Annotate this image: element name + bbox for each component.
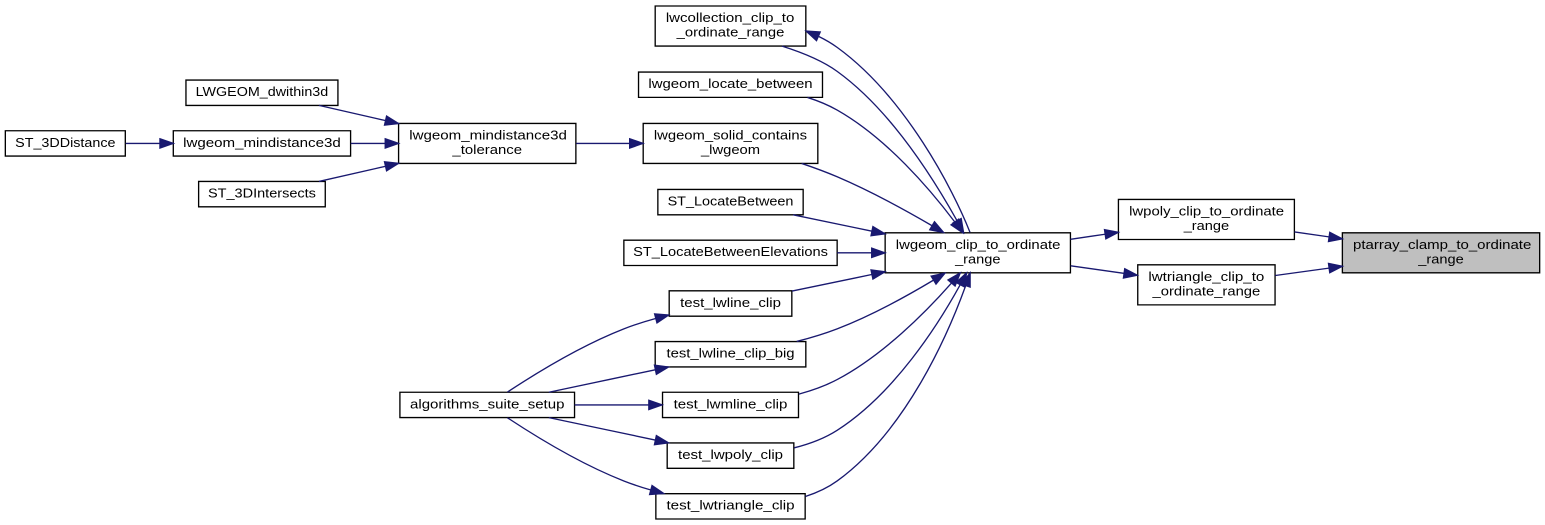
svg-text:lwgeom_solid_contains: lwgeom_solid_contains bbox=[654, 127, 808, 142]
svg-text:LWGEOM_dwithin3d: LWGEOM_dwithin3d bbox=[196, 84, 329, 99]
svg-text:test_lwtriangle_clip: test_lwtriangle_clip bbox=[666, 498, 794, 513]
svg-text:ST_LocateBetweenElevations: ST_LocateBetweenElevations bbox=[633, 244, 828, 259]
svg-text:_range: _range bbox=[954, 251, 1001, 266]
svg-text:ST_LocateBetween: ST_LocateBetween bbox=[668, 193, 794, 208]
svg-text:algorithms_suite_setup: algorithms_suite_setup bbox=[410, 396, 564, 411]
svg-text:_lwgeom: _lwgeom bbox=[700, 142, 760, 157]
svg-text:_range: _range bbox=[1183, 218, 1230, 233]
svg-text:_ordinate_range: _ordinate_range bbox=[1151, 284, 1260, 299]
svg-text:_tolerance: _tolerance bbox=[451, 142, 522, 157]
svg-text:lwgeom_clip_to_ordinate: lwgeom_clip_to_ordinate bbox=[896, 237, 1061, 252]
svg-text:lwgeom_mindistance3d: lwgeom_mindistance3d bbox=[183, 135, 341, 150]
svg-text:ST_3DIntersects: ST_3DIntersects bbox=[208, 185, 316, 200]
svg-text:lwcollection_clip_to: lwcollection_clip_to bbox=[666, 10, 794, 25]
svg-text:_range: _range bbox=[1417, 251, 1464, 266]
svg-text:test_lwpoly_clip: test_lwpoly_clip bbox=[678, 447, 783, 462]
svg-text:test_lwline_clip: test_lwline_clip bbox=[680, 295, 781, 310]
svg-text:ST_3DDistance: ST_3DDistance bbox=[15, 135, 115, 150]
svg-text:lwgeom_mindistance3d: lwgeom_mindistance3d bbox=[409, 127, 567, 142]
svg-text:lwgeom_locate_between: lwgeom_locate_between bbox=[648, 76, 812, 91]
svg-text:lwtriangle_clip_to: lwtriangle_clip_to bbox=[1148, 269, 1264, 284]
svg-text:ptarray_clamp_to_ordinate: ptarray_clamp_to_ordinate bbox=[1353, 237, 1531, 252]
svg-text:_ordinate_range: _ordinate_range bbox=[676, 25, 785, 40]
svg-text:test_lwline_clip_big: test_lwline_clip_big bbox=[666, 346, 794, 361]
svg-text:test_lwmline_clip: test_lwmline_clip bbox=[674, 396, 788, 411]
svg-text:lwpoly_clip_to_ordinate: lwpoly_clip_to_ordinate bbox=[1129, 203, 1284, 218]
